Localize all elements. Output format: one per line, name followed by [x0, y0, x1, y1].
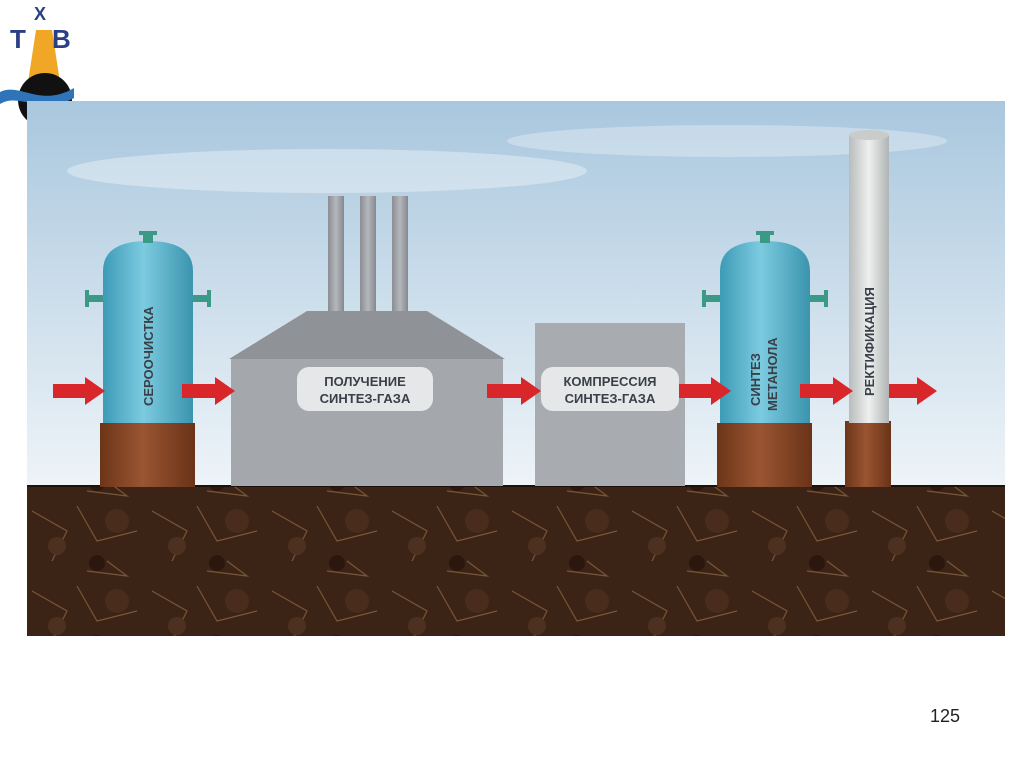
top-flange	[139, 231, 157, 235]
flow-arrow-to-compression	[487, 377, 541, 405]
flow-arrow-outlet	[889, 377, 937, 405]
left-nozzle	[87, 295, 103, 302]
methanol-synthesis-label-line-2: МЕТАНОЛА	[765, 337, 780, 411]
logo-letter-x: Х	[34, 4, 46, 24]
flow-arrow-to-rectification	[800, 377, 853, 405]
syngas-production-label-line-2: СИНТЕЗ-ГАЗА	[320, 391, 411, 406]
desulfurization-vessel: СЕРООЧИСТКА	[85, 231, 211, 487]
vessel-base	[717, 423, 812, 487]
cloud	[67, 149, 587, 193]
column-body	[849, 135, 889, 423]
soil-ground	[27, 486, 1005, 636]
top-nozzle	[143, 233, 153, 243]
stack-3	[392, 196, 408, 316]
vessel-body	[103, 241, 193, 423]
methanol-process-diagram: СЕРООЧИСТКА ПОЛУЧЕНИЕ СИНТЕЗ-ГАЗА КОМПРЕ…	[27, 101, 1005, 636]
compression-label-line-2: СИНТЕЗ-ГАЗА	[565, 391, 656, 406]
company-logo: Х Т В	[0, 0, 88, 128]
methanol-synthesis-label-line-1: СИНТЕЗ	[748, 353, 763, 406]
right-flange	[824, 290, 828, 307]
building-roof	[229, 311, 505, 359]
vessel-base	[100, 423, 195, 487]
logo-wave-shape	[0, 88, 74, 105]
flow-arrow-inlet	[53, 377, 105, 405]
rectification-label: РЕКТИФИКАЦИЯ	[862, 287, 877, 396]
syngas-production-building: ПОЛУЧЕНИЕ СИНТЕЗ-ГАЗА	[229, 196, 505, 486]
flow-arrow-to-methanol-synthesis	[679, 377, 731, 405]
right-nozzle	[193, 295, 209, 302]
left-flange	[85, 290, 89, 307]
logo-letter-v: В	[52, 24, 71, 54]
page-number: 125	[930, 706, 961, 726]
left-nozzle	[704, 295, 720, 302]
column-top	[849, 130, 889, 140]
cloud	[507, 125, 947, 157]
vessel-body	[720, 241, 810, 423]
top-flange	[756, 231, 774, 235]
column-base	[845, 421, 891, 487]
syngas-compression-building: КОМПРЕССИЯ СИНТЕЗ-ГАЗА	[535, 323, 685, 486]
rectification-column: РЕКТИФИКАЦИЯ	[845, 130, 891, 487]
top-nozzle	[760, 233, 770, 243]
desulfurization-label: СЕРООЧИСТКА	[141, 306, 156, 406]
syngas-production-label-plate	[297, 367, 433, 411]
compression-label-plate	[541, 367, 679, 411]
left-flange	[702, 290, 706, 307]
stack-2	[360, 196, 376, 316]
stack-1	[328, 196, 344, 316]
compression-label-line-1: КОМПРЕССИЯ	[563, 374, 656, 389]
flow-arrow-to-syngas-production	[182, 377, 235, 405]
methanol-synthesis-vessel: СИНТЕЗ МЕТАНОЛА	[702, 231, 828, 487]
flow-arrows	[53, 377, 937, 405]
right-nozzle	[810, 295, 826, 302]
syngas-production-label-line-1: ПОЛУЧЕНИЕ	[324, 374, 406, 389]
logo-letter-t: Т	[10, 24, 26, 54]
right-flange	[207, 290, 211, 307]
